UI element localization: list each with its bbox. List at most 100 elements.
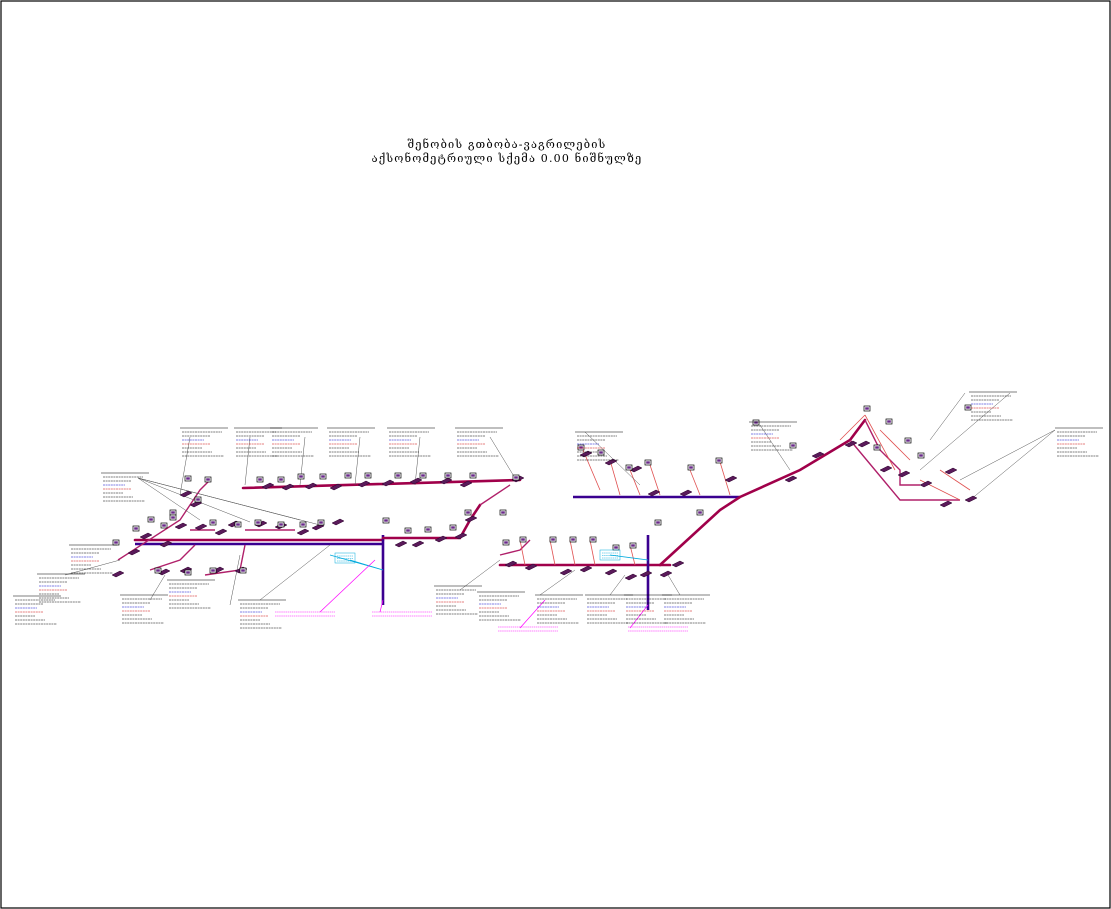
cyan-callout-box [599,549,621,561]
radiator-icon [579,450,593,458]
radiator-icon [139,532,153,540]
riser [609,459,621,496]
valve-tag-fill [186,477,190,480]
valve-tag-fill [906,439,910,442]
valve-tag-fill [599,451,603,454]
valve-tag-fill [614,546,618,549]
radiator-icon [811,451,825,459]
valve-tag-fill [571,538,575,541]
radiator-icon [411,540,425,548]
leader [667,574,681,596]
radiator-icon [434,535,448,543]
radiator-icon [524,563,538,571]
radiator-icon [157,568,171,576]
magenta-callout-line-right-2 [629,604,649,629]
magenta-callout-line-2 [379,599,384,613]
valve-tag-fill [887,420,891,423]
valve-tag-fill [134,527,138,530]
valve-tag-fill [421,474,425,477]
leader [539,569,576,596]
radiator-icon [629,465,643,473]
leader [149,574,166,601]
valve-tags [112,404,972,576]
radiator-icon [939,500,953,508]
cyan-callout-line-right [609,554,649,561]
right-upper-loop [864,419,920,486]
valve-tag-fill [206,478,210,481]
valve-tag-fill [319,521,323,524]
valve-tag-fill [754,421,758,424]
radiator-icon [659,570,673,578]
riser [719,461,731,496]
heating-cooling-schematic [13,391,1103,632]
leader [414,436,421,486]
leader [584,431,641,486]
radiator-icon [857,440,871,448]
radiator-icon [179,490,193,498]
drawing-title-line-2: აქსონომეტრიული სქემა 0.00 ნიშნულზე [372,152,643,165]
valve-tag-fill [646,461,650,464]
radiator-icon [311,523,325,531]
valve-tag-fill [156,569,160,572]
leader [244,436,251,486]
valve-tag-fill [396,474,400,477]
radiator-units [111,440,978,581]
left-diagonal-feed [117,479,211,561]
drawing-title-line-1: შენობის გთბობა-ვაგრილების [408,138,607,151]
right-upper-loop-2 [849,439,960,501]
radiator-icon [879,465,893,473]
magenta-callout-line [319,559,376,613]
radiator-icon [639,570,653,578]
radiator-icon [304,482,318,490]
radiator-icon [281,483,295,491]
radiator-icon [194,523,208,531]
riser [689,469,701,496]
radiator-icon [604,568,618,576]
leader [137,477,251,523]
leader [459,559,501,591]
radiator-icon [579,565,593,573]
valve-tag-fill [406,529,410,532]
valve-tag-fill [689,466,693,469]
valve-tag-fill [171,511,175,514]
radiator-icon [647,489,661,497]
valve-tag-fill [698,511,702,514]
leader [179,436,191,496]
valve-tag-fill [186,571,190,574]
valve-tag-fill [211,521,215,524]
radiator-icon [329,483,343,491]
right-system-main-lines [498,414,971,610]
radiator-icon [331,518,345,526]
valve-tag-fill [211,569,215,572]
valve-tag-fill [791,444,795,447]
valve-tag-fill [919,454,923,457]
leader [137,477,321,526]
leader [919,392,1011,471]
valve-tag-fill [631,544,635,547]
valve-tag-fill [627,466,631,469]
radiator-icon [504,560,518,568]
magenta-callout-line-right [519,599,546,629]
radiator-icon [724,475,738,483]
radiator-icon [604,458,618,466]
valve-tag-fill [171,516,175,519]
valve-tag-fill [966,406,970,409]
leader [64,559,121,576]
leader [759,424,791,471]
valve-tag-fill [346,474,350,477]
valve-tag-fill [551,538,555,541]
radiator-icon [214,528,228,536]
radiator-icon [296,528,310,536]
radiator-icon [159,540,173,548]
valve-tag-fill [504,541,508,544]
left-system-leaders [64,436,516,606]
radiator-icon [464,515,478,523]
leader [959,429,1056,481]
valve-tag-fill [149,518,153,521]
radiator-icon [944,467,958,475]
right-tail-branch [499,539,531,556]
callout-notes [13,391,1103,632]
leader [929,392,966,441]
leader [354,436,361,486]
